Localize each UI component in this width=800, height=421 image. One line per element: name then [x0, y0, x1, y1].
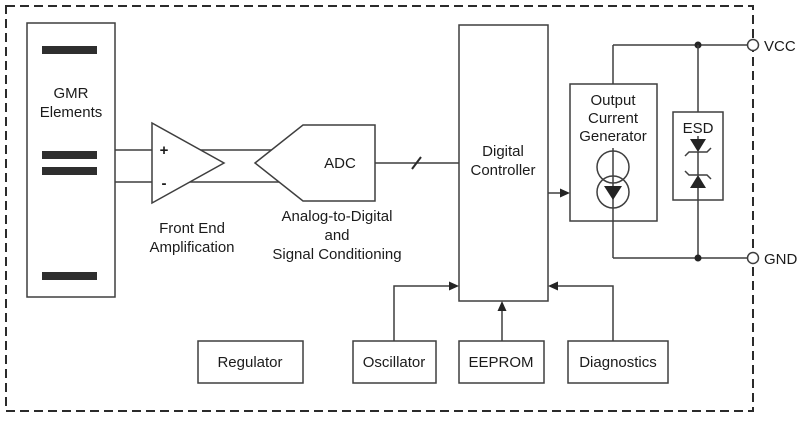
zener-diode-icon	[690, 139, 706, 152]
regulator-label: Regulator	[217, 354, 282, 371]
output-current-generator-block: Output Current Generator	[569, 83, 658, 258]
oscillator-block: Oscillator	[352, 340, 437, 384]
adc-label: ADC	[324, 155, 356, 172]
gmr-bar-icon	[42, 151, 97, 159]
chip-boundary-dashed-border	[5, 5, 754, 412]
gmr-elements-block: GMR Elements	[26, 22, 116, 298]
gnd-terminal-label: GND	[764, 251, 798, 268]
gmr-label-line2: Elements	[40, 104, 103, 121]
oscillator-label: Oscillator	[363, 354, 426, 371]
oscillator-to-controller-wire	[393, 285, 450, 341]
amplifier-caption-line1: Front End	[159, 220, 225, 237]
opamp-triangle-icon	[151, 121, 226, 205]
opamp-minus-input: -	[162, 175, 167, 192]
arrowhead-up-icon	[497, 301, 507, 311]
vcc-terminal-icon	[746, 38, 760, 52]
digital-controller-box	[458, 24, 549, 302]
opamp-plus-input: +	[160, 142, 169, 159]
arrowhead-right-icon	[560, 188, 570, 198]
controller-label-line2: Controller	[470, 162, 535, 179]
amplifier-caption-line2: Amplification	[149, 239, 234, 256]
arrowhead-left-icon	[548, 281, 558, 291]
ocg-label-line3: Generator	[579, 128, 647, 145]
gnd-terminal-icon	[746, 251, 760, 265]
arrowhead-right-icon	[449, 281, 459, 291]
vcc-terminal-label: VCC	[764, 38, 796, 55]
bus-slash-icon	[411, 156, 422, 170]
diagnostics-to-controller-wire	[557, 285, 614, 341]
adc-caption-line3: Signal Conditioning	[272, 246, 401, 263]
current-source-circle-icon	[596, 150, 630, 184]
digital-controller-block: Digital Controller	[458, 24, 549, 302]
zener-diode-icon	[690, 175, 706, 188]
ocg-label-line2: Current	[588, 110, 639, 127]
controller-label-line1: Digital	[482, 143, 524, 160]
regulator-box	[197, 340, 304, 384]
diagnostics-block: Diagnostics	[567, 340, 669, 384]
gmr-bar-icon	[42, 272, 97, 280]
gmr-box	[26, 22, 116, 298]
front-end-amplifier: + - Front End Amplification	[149, 121, 235, 256]
gnd-junction-dot	[694, 254, 702, 262]
gmr-label-line1: GMR	[54, 85, 89, 102]
current-source-circle-icon	[596, 175, 630, 209]
eeprom-label: EEPROM	[468, 354, 533, 371]
adc-caption-line2: and	[324, 227, 349, 244]
gmr-bar-icon	[42, 46, 97, 54]
eeprom-block: EEPROM	[458, 340, 545, 384]
adc-block: ADC Analog-to-Digital and Signal Conditi…	[253, 124, 402, 263]
ocg-label-line1: Output	[590, 92, 636, 109]
adc-pentagon-icon	[253, 124, 376, 202]
diagnostics-label: Diagnostics	[579, 354, 657, 371]
regulator-block: Regulator	[197, 340, 304, 384]
gmr-bar-icon	[42, 167, 97, 175]
eeprom-box	[458, 340, 545, 384]
esd-label: ESD	[683, 120, 714, 137]
adc-caption-line1: Analog-to-Digital	[282, 208, 393, 225]
esd-block: ESD	[672, 111, 724, 201]
diagnostics-box	[567, 340, 669, 384]
current-direction-arrow-icon	[604, 186, 622, 200]
